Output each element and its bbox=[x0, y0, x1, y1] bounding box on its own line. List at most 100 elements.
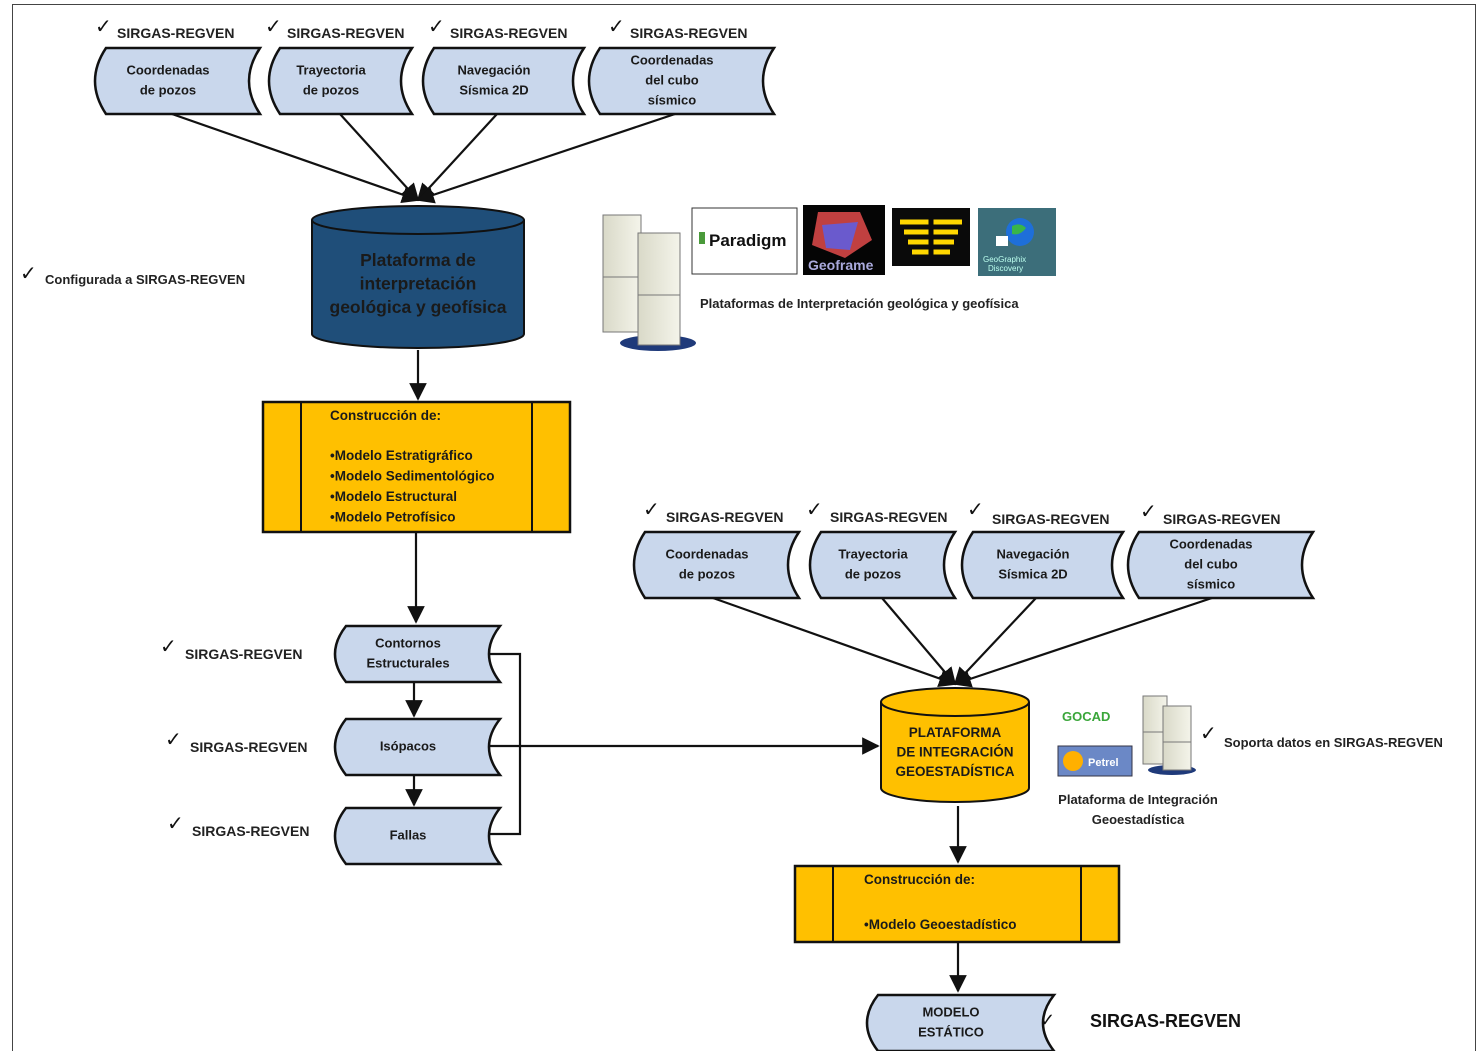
construction-box-1-item: •Modelo Petrofísico bbox=[330, 510, 456, 525]
geoframe-logo: Geoframe bbox=[803, 205, 885, 275]
left-output-2-tag: SIRGAS-REGVEN bbox=[190, 739, 307, 755]
top-input-3-line-1: Navegación bbox=[458, 62, 531, 77]
check-icon: ✓ bbox=[806, 499, 823, 521]
left-output-2: Isópacos bbox=[333, 717, 503, 777]
right-input-3-tag: SIRGAS-REGVEN bbox=[992, 511, 1109, 527]
petrel-style-logo bbox=[892, 208, 970, 266]
figure-frame bbox=[12, 4, 1476, 1051]
geoframe-logo-text: Geoframe bbox=[808, 257, 874, 273]
construction-box-2-title: Construcción de: bbox=[864, 872, 975, 887]
right-input-4-line-1: Coordenadas bbox=[1169, 536, 1252, 551]
top-input-3-tag: SIRGAS-REGVEN bbox=[450, 25, 567, 41]
final-output-tag: SIRGAS-REGVEN bbox=[1090, 1011, 1241, 1031]
check-icon: ✓ bbox=[428, 16, 445, 38]
supports-note: Soporta datos en SIRGAS-REGVEN bbox=[1224, 735, 1443, 750]
interpretation-platform-line-3: geológica y geofísica bbox=[330, 297, 507, 317]
right-input-3-line-1: Navegación bbox=[997, 546, 1070, 561]
servers-icon bbox=[602, 214, 696, 351]
check-icon: ✓ bbox=[167, 813, 184, 835]
contours-faults-bracket bbox=[470, 652, 522, 836]
check-icon: ✓ bbox=[165, 729, 182, 751]
top-input-2-line-1: Trayectoria bbox=[296, 62, 366, 77]
right-input-4: Coordenadas del cubo sísmico bbox=[1126, 530, 1316, 600]
petrel-logo: Petrel bbox=[1057, 745, 1133, 777]
top-input-3-line-2: Sísmica 2D bbox=[459, 82, 528, 97]
left-output-1-line-1: Contornos bbox=[375, 635, 441, 650]
construction-box-1: Construcción de: •Modelo Estratigráfico •M… bbox=[261, 400, 572, 534]
right-input-1: Coordenadas de pozos bbox=[632, 530, 802, 600]
right-input-1-line-2: de pozos bbox=[679, 566, 735, 581]
check-icon: ✓ bbox=[1040, 1010, 1055, 1030]
final-output-line-1: MODELO bbox=[922, 1004, 979, 1019]
right-input-connector-3 bbox=[953, 597, 1037, 686]
top-input-4-line-3: sísmico bbox=[648, 92, 696, 107]
check-icon: ✓ bbox=[967, 499, 984, 521]
construction-box-1-item: •Modelo Estratigráfico bbox=[330, 448, 473, 463]
top-input-connector-3 bbox=[416, 113, 498, 202]
left-output-3-tag: SIRGAS-REGVEN bbox=[192, 823, 309, 839]
right-input-3-line-2: Sísmica 2D bbox=[998, 566, 1067, 581]
paradigm-logo-text: Paradigm bbox=[709, 231, 786, 250]
check-icon: ✓ bbox=[608, 16, 625, 38]
construction-box-1-item: •Modelo Estructural bbox=[330, 489, 457, 504]
top-input-connector-4 bbox=[416, 112, 676, 204]
right-input-4-line-3: sísmico bbox=[1187, 576, 1235, 591]
geostatistical-platform: PLATAFORMA DE INTEGRACIÓN GEOESTADÍSTICA bbox=[880, 687, 1030, 803]
right-input-1-line-1: Coordenadas bbox=[665, 546, 748, 561]
geostatistical-platform-line-1: PLATAFORMA bbox=[909, 725, 1002, 740]
top-input-1: Coordenadas de pozos bbox=[93, 46, 263, 116]
right-input-2-line-2: de pozos bbox=[845, 566, 901, 581]
construction-box-1-item: •Modelo Sedimentológico bbox=[330, 469, 494, 484]
paradigm-logo: Paradigm bbox=[691, 207, 798, 275]
connectors bbox=[171, 112, 1213, 993]
check-icon: ✓ bbox=[20, 263, 37, 285]
geostatistical-platform-line-2: DE INTEGRACIÓN bbox=[896, 745, 1013, 760]
right-input-connector-2 bbox=[881, 597, 957, 686]
check-icon: ✓ bbox=[95, 16, 112, 38]
right-input-2-line-1: Trayectoria bbox=[838, 546, 908, 561]
check-icon: ✓ bbox=[1140, 501, 1157, 523]
right-input-4-line-2: del cubo bbox=[1184, 556, 1238, 571]
interpretation-platform: Plataforma de interpretación geológica y g… bbox=[311, 205, 525, 349]
top-input-4-line-2: del cubo bbox=[645, 72, 699, 87]
check-icon: ✓ bbox=[1200, 723, 1217, 745]
top-input-1-line-1: Coordenadas bbox=[126, 62, 209, 77]
top-input-2-line-2: de pozos bbox=[303, 82, 359, 97]
left-output-1-tag: SIRGAS-REGVEN bbox=[185, 646, 302, 662]
top-input-2-tag: SIRGAS-REGVEN bbox=[287, 25, 404, 41]
petrel-logo-text: Petrel bbox=[1088, 757, 1119, 769]
geostatistical-platform-line-3: GEOESTADÍSTICA bbox=[895, 764, 1014, 779]
interpretation-platform-line-1: Plataforma de bbox=[360, 250, 476, 270]
construction-box-1-title: Construcción de: bbox=[330, 408, 441, 423]
left-output-3: Fallas bbox=[333, 806, 503, 866]
interpretation-platform-line-2: interpretación bbox=[360, 274, 477, 294]
right-input-connector-4 bbox=[953, 596, 1213, 688]
left-output-2-line-1: Isópacos bbox=[380, 738, 436, 753]
left-output-1-line-2: Estructurales bbox=[366, 655, 449, 670]
gocad-logo: GOCAD bbox=[1062, 709, 1110, 724]
top-input-2: Trayectoria de pozos bbox=[267, 46, 415, 116]
geo-caption-line-1: Plataforma de Integración bbox=[1058, 792, 1218, 807]
check-icon: ✓ bbox=[160, 636, 177, 658]
configured-note: Configurada a SIRGAS-REGVEN bbox=[45, 272, 245, 287]
top-input-1-line-2: de pozos bbox=[140, 82, 196, 97]
construction-box-2: Construcción de:•Modelo Geoestadístico bbox=[793, 864, 1121, 944]
top-input-4-line-1: Coordenadas bbox=[630, 52, 713, 67]
logos-caption: Plataformas de Interpretación geológica … bbox=[700, 296, 1019, 311]
geographix-logo-line-2: Discovery bbox=[988, 264, 1023, 273]
top-input-4-tag: SIRGAS-REGVEN bbox=[630, 25, 747, 41]
right-input-connector-1 bbox=[712, 596, 957, 687]
top-input-tags: ✓ SIRGAS-REGVEN ✓ SIRGAS-REGVEN ✓ SIRGAS… bbox=[95, 16, 747, 41]
right-input-2-tag: SIRGAS-REGVEN bbox=[830, 509, 947, 525]
top-input-4: Coordenadas del cubo sísmico bbox=[587, 46, 777, 116]
right-input-2: Trayectoria de pozos bbox=[808, 530, 958, 600]
left-output-3-line-1: Fallas bbox=[390, 827, 427, 842]
check-icon: ✓ bbox=[643, 499, 660, 521]
right-input-4-tag: SIRGAS-REGVEN bbox=[1163, 511, 1280, 527]
